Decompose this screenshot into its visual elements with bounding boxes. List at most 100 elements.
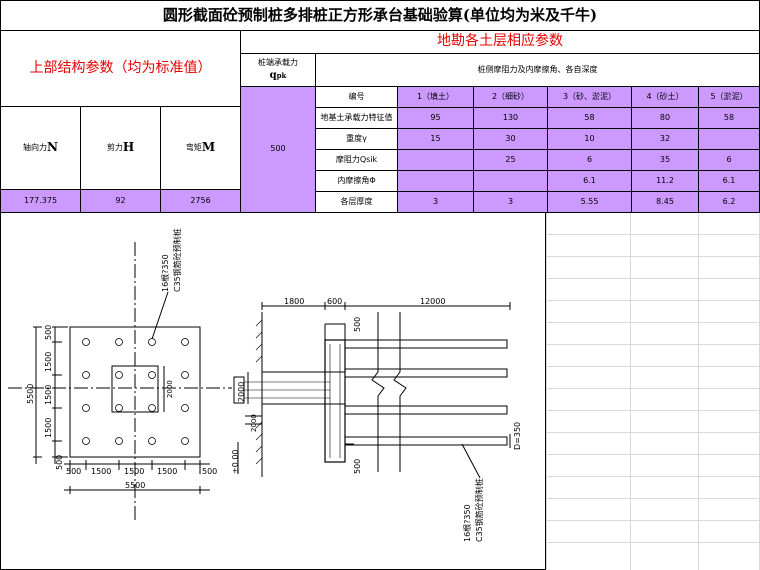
layer-header: 2（细砂） xyxy=(473,86,548,108)
table-cell: 6.1 xyxy=(547,170,632,192)
grid-line xyxy=(546,454,760,455)
shear-force-value: 92 xyxy=(80,189,161,213)
row-label: 各层厚度 xyxy=(315,191,398,213)
grid-line xyxy=(546,322,760,323)
dim-label: 5500 xyxy=(26,384,35,404)
dim-label: 12000 xyxy=(420,297,445,306)
page-title: 圆形截面砼预制桩多排桩正方形承台基础验算(单位均为米及千牛) xyxy=(0,0,760,31)
grid-line xyxy=(546,498,760,499)
table-cell xyxy=(698,128,760,150)
table-cell: 30 xyxy=(473,128,548,150)
qpk-subscript: pk xyxy=(276,71,287,81)
grid-line xyxy=(546,476,760,477)
table-cell: 6.1 xyxy=(698,170,760,192)
grid-line xyxy=(546,300,760,301)
axial-force-value: 177.375 xyxy=(0,189,81,213)
table-cell: 6 xyxy=(698,149,760,171)
shear-force-symbol: H xyxy=(122,140,135,155)
dim-label: 1500 xyxy=(44,352,53,372)
grid-line xyxy=(546,256,760,257)
diameter-label: D=350 xyxy=(513,422,522,450)
grid-line xyxy=(546,366,760,367)
table-cell: 58 xyxy=(698,107,760,129)
table-cell xyxy=(473,170,548,192)
plan-pile-note: 16根?350 xyxy=(160,254,170,292)
qpk-header: 桩端承载力 qpk xyxy=(240,53,316,87)
dim-label: 500 xyxy=(44,325,53,340)
layer-header: 4（砂土） xyxy=(631,86,699,108)
moment-value: 2756 xyxy=(160,189,241,213)
dim-label: 500 xyxy=(353,459,362,474)
table-cell: 15 xyxy=(397,128,474,150)
grid-line xyxy=(546,278,760,279)
table-cell: 5.55 xyxy=(547,191,632,213)
section-view xyxy=(233,302,511,479)
table-cell: 6.2 xyxy=(698,191,760,213)
grid-line xyxy=(546,212,547,570)
table-cell: 3 xyxy=(397,191,474,213)
axial-force-label: 轴向力 xyxy=(23,142,48,152)
grid-line xyxy=(546,234,760,235)
grid-line xyxy=(546,520,760,521)
moment-label: 弯矩 xyxy=(185,142,202,152)
grid-line xyxy=(698,212,699,570)
layer-number-header: 编号 xyxy=(315,86,398,108)
dim-label: 500 xyxy=(353,317,362,332)
qpk-label: 桩端承载力 xyxy=(258,57,298,67)
upper-structure-heading: 上部结构参数（均为标准值） xyxy=(0,30,241,107)
row-label: 地基土承载力特征值 xyxy=(315,107,398,129)
dim-label: 500 xyxy=(55,455,64,470)
section-pile-note: C35钢筋砼预制桩 xyxy=(474,478,484,542)
table-cell: 32 xyxy=(631,128,699,150)
dim-label: 1500 xyxy=(91,467,111,476)
qpk-value: 500 xyxy=(240,86,316,213)
table-cell xyxy=(397,170,474,192)
row-label: 内摩擦角Φ xyxy=(315,170,398,192)
dim-label: 5500 xyxy=(125,481,145,490)
grid-line xyxy=(546,542,760,543)
side-friction-description: 桩侧摩阻力及内摩擦角、各自深度 xyxy=(315,53,760,87)
dim-label: 2000 xyxy=(237,382,246,402)
grid-line xyxy=(546,344,760,345)
foundation-drawing: 16根?350 C35钢筋砼预制桩 500 1500 1500 1500 500… xyxy=(0,212,546,570)
table-cell: 130 xyxy=(473,107,548,129)
elevation-label: ±0.00 xyxy=(231,449,240,474)
table-cell: 10 xyxy=(547,128,632,150)
dim-label: 500 xyxy=(66,467,81,476)
table-cell: 80 xyxy=(631,107,699,129)
dim-label: 2000 xyxy=(250,414,258,432)
table-cell: 3 xyxy=(473,191,548,213)
grid-line xyxy=(630,212,631,570)
shear-force-label: 剪力 xyxy=(106,142,123,152)
plan-labels: 16根?350 C35钢筋砼预制桩 500 1500 1500 1500 500… xyxy=(26,228,217,490)
grid-line xyxy=(546,432,760,433)
pile-circles xyxy=(82,338,189,445)
layer-header: 1（填土） xyxy=(397,86,474,108)
grid-line xyxy=(546,410,760,411)
section-pile-note: 16根?350 xyxy=(462,504,472,542)
axial-force-symbol: N xyxy=(47,140,58,155)
dim-label: 1500 xyxy=(44,385,53,405)
table-cell: 58 xyxy=(547,107,632,129)
plan-pile-note: C35钢筋砼预制桩 xyxy=(172,228,182,292)
dim-label: 1500 xyxy=(157,467,177,476)
dim-label: 1800 xyxy=(284,297,304,306)
table-cell: 35 xyxy=(631,149,699,171)
table-cell: 8.45 xyxy=(631,191,699,213)
dim-label: 1500 xyxy=(124,467,144,476)
table-cell: 25 xyxy=(473,149,548,171)
moment-symbol: M xyxy=(201,140,216,155)
table-cell: 6 xyxy=(547,149,632,171)
dim-label: 2000 xyxy=(166,380,174,398)
table-cell: 95 xyxy=(397,107,474,129)
layer-header: 3（砂、淤泥） xyxy=(547,86,632,108)
plan-view xyxy=(8,242,232,522)
dim-label: 1500 xyxy=(44,418,53,438)
dim-label: 600 xyxy=(327,297,342,306)
row-label: 重度γ xyxy=(315,128,398,150)
section-labels: 1800 600 12000 500 2000 2000 500 ±0.00 D… xyxy=(231,297,522,542)
grid-line xyxy=(546,388,760,389)
